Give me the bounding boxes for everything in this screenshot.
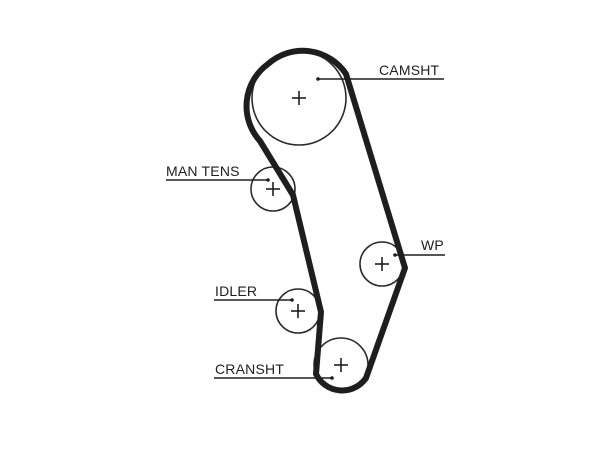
idler-label: IDLER bbox=[215, 283, 257, 299]
idler-center-mark bbox=[291, 304, 305, 318]
camshaft-label: CAMSHT bbox=[379, 62, 440, 78]
water-pump-center-mark bbox=[375, 257, 389, 271]
water-pump-leader bbox=[393, 253, 445, 257]
crankshaft-label: CRANSHT bbox=[215, 361, 284, 377]
camshaft-leader bbox=[316, 77, 444, 81]
manual-tensioner-center-mark bbox=[266, 182, 280, 196]
manual-tensioner-label: MAN TENS bbox=[166, 163, 240, 179]
crankshaft-leader bbox=[214, 376, 334, 380]
water-pump-label: WP bbox=[421, 237, 444, 253]
crankshaft-center-mark bbox=[334, 358, 348, 372]
timing-belt bbox=[243, 47, 408, 394]
manual-tensioner-leader bbox=[166, 178, 270, 182]
idler-leader bbox=[214, 298, 294, 302]
camshaft-center-mark bbox=[292, 91, 306, 105]
